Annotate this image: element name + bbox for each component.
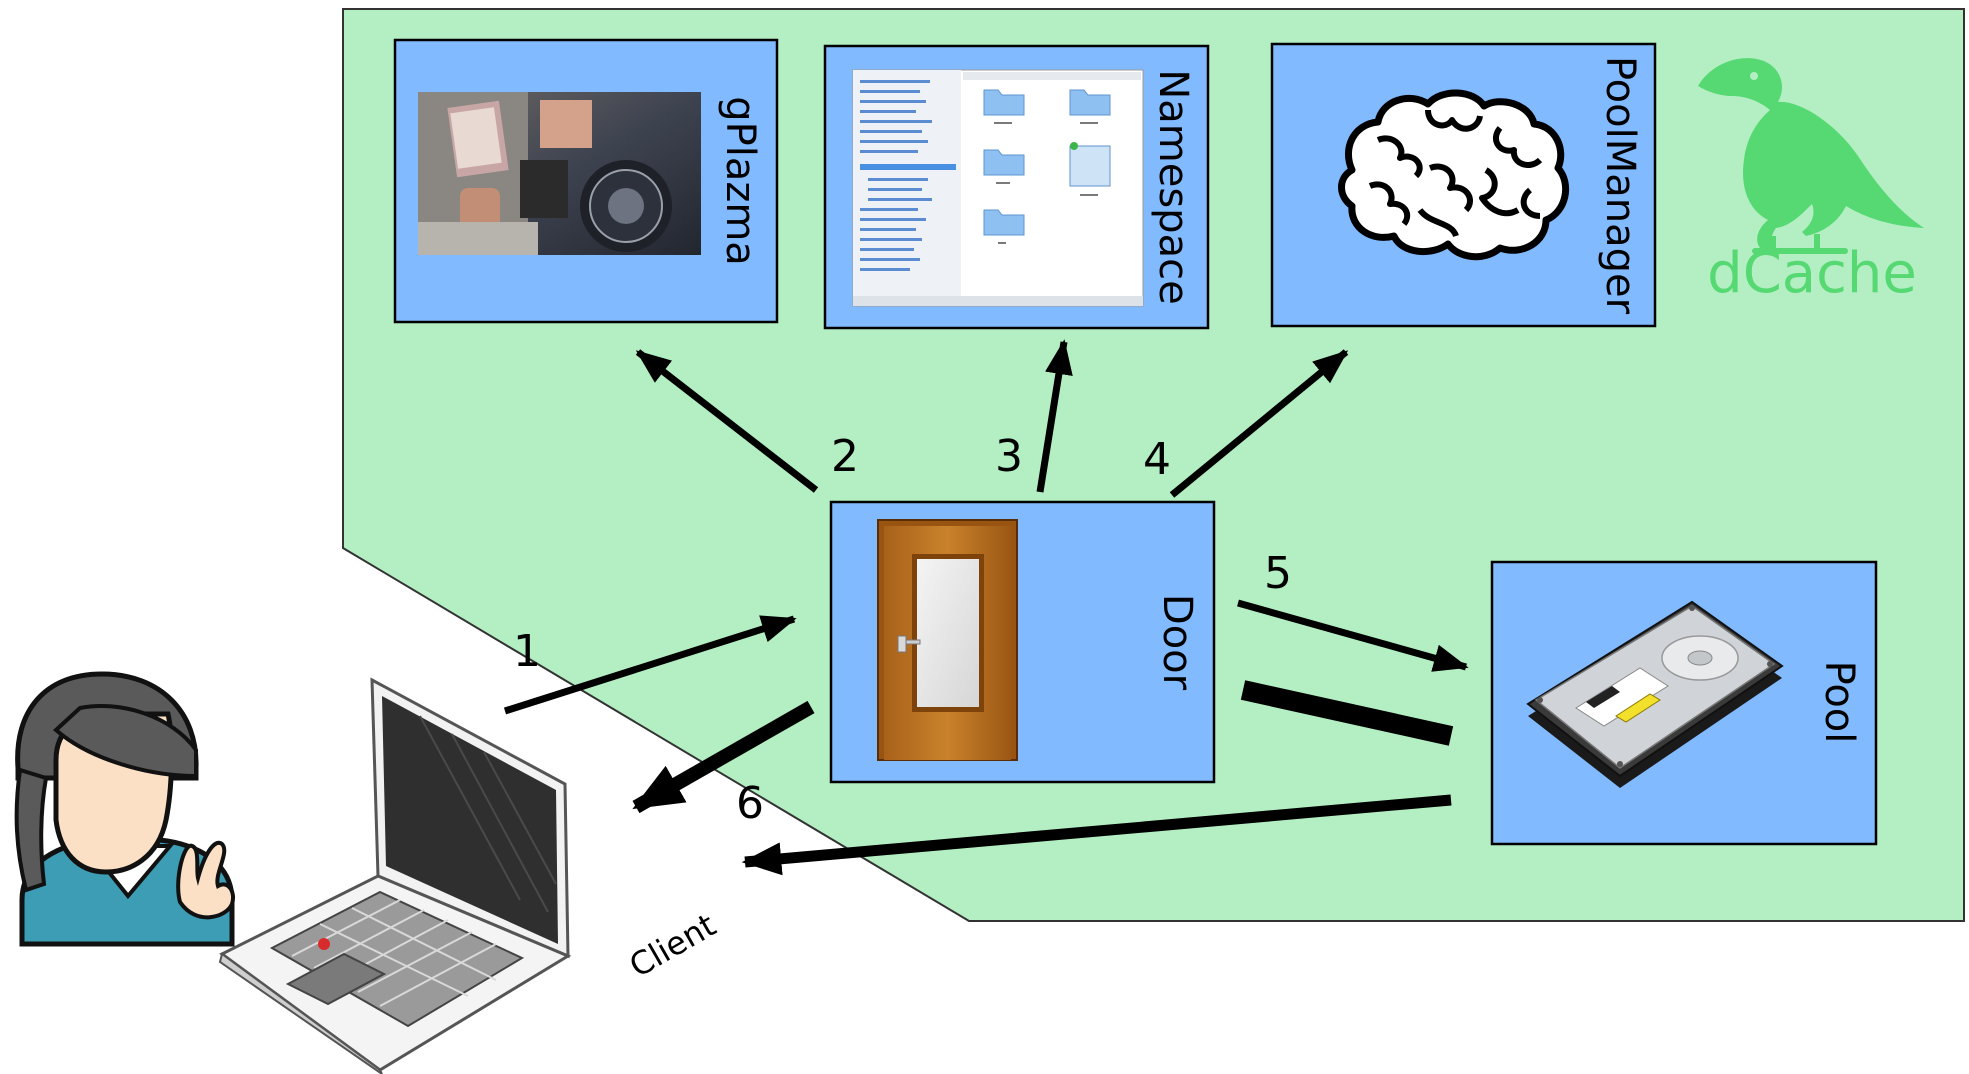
hard-drive-icon: [1526, 600, 1784, 788]
client-label: Client: [623, 906, 722, 985]
arrow-step-4: [1169, 349, 1349, 498]
laptop-icon: [218, 677, 572, 1074]
user-avatar-icon: [14, 671, 235, 947]
arrow-step-6-door: [632, 700, 815, 814]
step-number-4: 4: [1143, 434, 1171, 485]
data-link-door-pool: [1240, 680, 1454, 746]
step-number-5: 5: [1264, 548, 1292, 599]
arrow-step-3: [1036, 339, 1073, 493]
poolmanager-box: PoolManager: [1270, 42, 1657, 328]
arrow-step-6-pool: [741, 794, 1452, 876]
step-number-6: 6: [736, 778, 764, 829]
namespace-label: Namespace: [1150, 69, 1196, 304]
file-browser-icon: [852, 69, 1144, 307]
brand-name: dCache: [1707, 241, 1917, 306]
door-label: Door: [1154, 594, 1200, 691]
step-number-3: 3: [995, 431, 1023, 482]
passport-control-icon: [418, 92, 701, 255]
arrows: [503, 339, 1469, 876]
pool-box: Pool: [1490, 560, 1878, 846]
arrow-step-5: [1237, 599, 1469, 672]
bird-logo-icon: [1698, 58, 1924, 254]
arrow-step-1: [503, 615, 797, 715]
pool-label: Pool: [1816, 661, 1862, 744]
namespace-box: Namespace: [823, 44, 1210, 330]
door-icon: [877, 519, 1018, 761]
brain-icon: [1338, 89, 1570, 261]
poolmanager-label: PoolManager: [1597, 56, 1643, 315]
step-number-1: 1: [513, 626, 541, 677]
step-number-2: 2: [831, 431, 859, 482]
arrow-step-2: [635, 349, 819, 493]
door-box: Door: [829, 500, 1216, 784]
gplazma-label: gPlazma: [717, 96, 763, 266]
gplazma-box: gPlazma: [393, 38, 779, 324]
